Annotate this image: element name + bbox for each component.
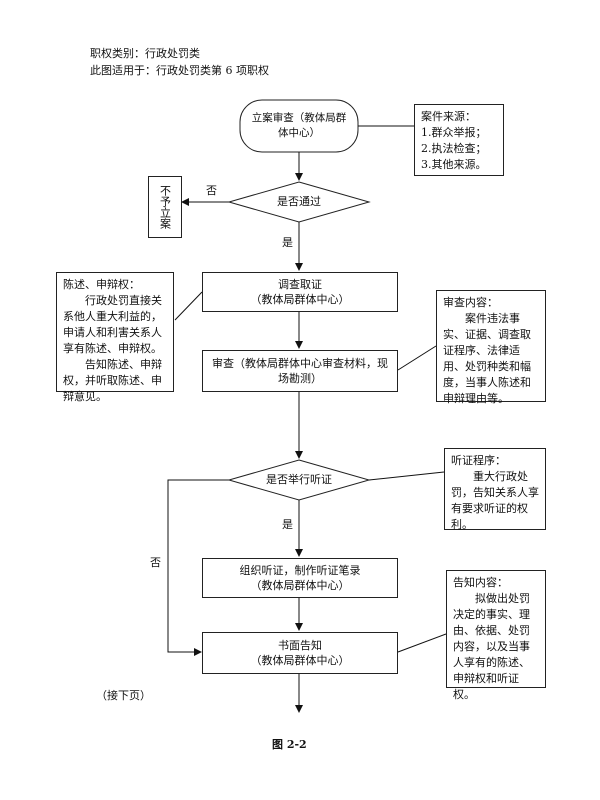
notice-note-text: 拟做出处罚决定的事实、理由、依据、处罚内容，以及当事人享有的陈述、申辩权和听证权… bbox=[453, 592, 530, 701]
hearing-box: 组织听证，制作听证笔录 （教体局群体中心） bbox=[202, 558, 398, 598]
figure-caption: 图 2-2 bbox=[272, 738, 307, 751]
no-case-box: 不予立案 bbox=[148, 176, 182, 238]
investigate-title: 调查取证 bbox=[278, 278, 322, 291]
notice-box: 书面告知 （教体局群体中心） bbox=[202, 632, 398, 674]
case-source-item: 2.执法检查； bbox=[421, 142, 487, 155]
case-source-item: 3.其他来源。 bbox=[421, 158, 487, 171]
hearing-procedure-note: 听证程序： 重大行政处罚，告知关系人享有要求听证的权利。 bbox=[444, 448, 546, 531]
yes-label-2: 是 bbox=[282, 518, 293, 531]
hearing-note-title: 听证程序： bbox=[451, 454, 506, 467]
applies-line: 此图适用于：行政处罚类第 6 项职权 bbox=[90, 64, 269, 77]
review-note-title: 审查内容： bbox=[443, 296, 498, 309]
case-source-title: 案件来源： bbox=[421, 110, 476, 123]
notice-dept: （教体局群体中心） bbox=[250, 654, 350, 667]
review-box: 审查（教体局群体中心审查材料，现场勘测） bbox=[202, 350, 398, 392]
continue-next-page: （接下页） bbox=[96, 689, 151, 702]
investigate-dept: （教体局群体中心） bbox=[250, 293, 350, 306]
decision-pass-label: 是否通过 bbox=[277, 195, 321, 208]
notice-title: 书面告知 bbox=[278, 639, 322, 652]
review-content-note: 审查内容： 案件违法事实、证据、调查取证程序、法律适用、处罚种类和幅度，当事人陈… bbox=[436, 290, 546, 405]
defense-title: 陈述、申辩权： bbox=[63, 278, 140, 291]
hearing-title: 组织听证，制作听证笔录 bbox=[239, 564, 361, 577]
notice-note-title: 告知内容： bbox=[453, 576, 508, 589]
review-note-text: 案件违法事实、证据、调查取证程序、法律适用、处罚种类和幅度，当事人陈述和申辩理由… bbox=[443, 312, 531, 405]
notice-content-note: 告知内容： 拟做出处罚决定的事实、理由、依据、处罚内容，以及当事人享有的陈述、申… bbox=[446, 570, 546, 701]
no-label: 否 bbox=[206, 184, 217, 197]
defense-notify-text: 告知陈述、申辩权，并听取陈述、申辩意见。 bbox=[63, 358, 162, 403]
yes-label: 是 bbox=[282, 236, 293, 249]
case-source-note: 案件来源： 1.群众举报； 2.执法检查； 3.其他来源。 bbox=[414, 104, 504, 176]
case-source-item: 1.群众举报； bbox=[421, 126, 487, 139]
defense-text: 行政处罚直接关系他人重大利益的，申请人和利害关系人享有陈述、申辩权。 bbox=[63, 294, 162, 355]
no-label-2: 否 bbox=[150, 556, 161, 569]
start-node: 立案审查（教体局群体中心） bbox=[251, 112, 347, 139]
hearing-note-text: 重大行政处罚，告知关系人享有要求听证的权利。 bbox=[451, 470, 539, 531]
defense-rights-note: 陈述、申辩权： 行政处罚直接关系他人重大利益的，申请人和利害关系人享有陈述、申辩… bbox=[56, 272, 174, 403]
investigate-box: 调查取证 （教体局群体中心） bbox=[202, 272, 398, 312]
category-line: 职权类别：行政处罚类 bbox=[90, 47, 200, 60]
decision-hearing-label: 是否举行听证 bbox=[266, 473, 332, 486]
hearing-dept: （教体局群体中心） bbox=[250, 579, 350, 592]
